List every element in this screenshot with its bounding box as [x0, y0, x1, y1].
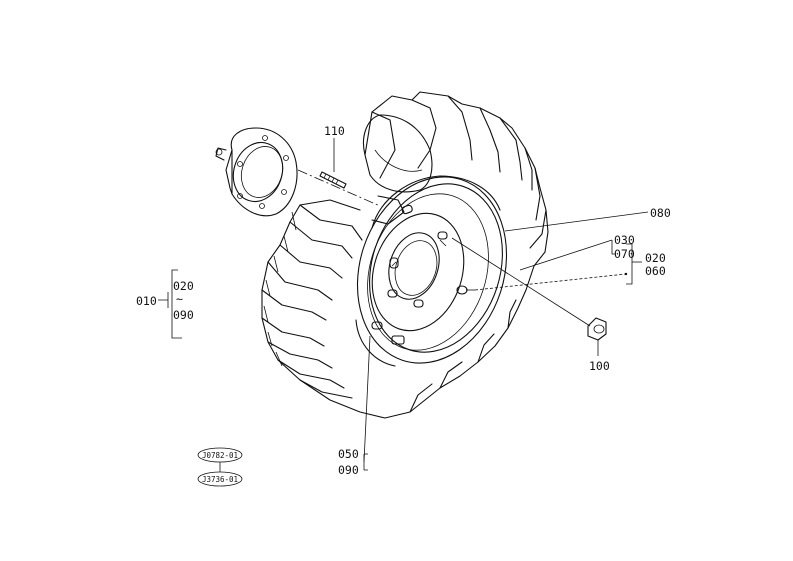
label-110: 110 — [324, 124, 345, 138]
ref-oval-bottom — [197, 471, 243, 487]
reference-codes: J0782-01 J3736-01 — [197, 447, 243, 487]
wheel-rim — [355, 175, 508, 367]
centre-line — [297, 169, 381, 207]
leader-lines — [158, 138, 649, 472]
valve-bolt — [456, 285, 475, 295]
label-030: 030 — [614, 233, 635, 247]
label-090-left: 090 — [173, 308, 194, 322]
label-070: 070 — [614, 247, 635, 261]
ref-code-top: J0782-01 — [202, 451, 238, 460]
label-010: 010 — [136, 294, 157, 308]
label-020-right: 020 — [645, 251, 666, 265]
ref-oval-top — [197, 447, 243, 463]
ref-code-bottom: J3736-01 — [202, 475, 238, 484]
wheel-nut — [587, 317, 607, 341]
wheel-disc — [371, 195, 465, 345]
label-050: 050 — [338, 447, 359, 461]
part-labels: 110 080 030 070 020 060 100 010 020 ~ 09… — [136, 124, 671, 477]
label-090-bottom: 090 — [338, 463, 359, 477]
tire — [261, 91, 549, 419]
label-060: 060 — [645, 264, 666, 278]
hub-flange — [215, 127, 298, 217]
label-tilde: ~ — [176, 292, 183, 306]
label-080: 080 — [650, 206, 671, 220]
label-100: 100 — [589, 359, 610, 373]
stud-bolt — [319, 171, 347, 189]
label-020-left: 020 — [173, 279, 194, 293]
